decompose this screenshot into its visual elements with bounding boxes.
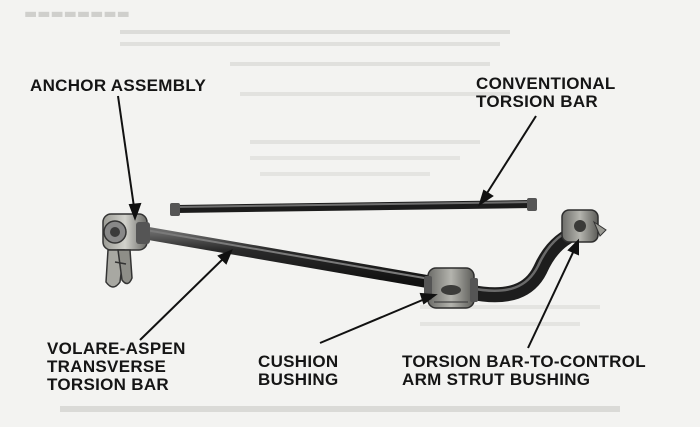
leader-anchor-assembly [117, 95, 136, 215]
volare-line-1: VOLARE-ASPEN [47, 339, 186, 358]
leader-cushion-bushing [319, 295, 433, 344]
transverse-torsion-bar [133, 224, 586, 303]
volare-line-3: TORSION BAR [47, 375, 169, 394]
label-transverse-torsion-bar: VOLARE-ASPEN TRANSVERSE TORSION BAR [47, 340, 186, 394]
anchor-assembly-part [102, 213, 150, 288]
conventional-line-1: CONVENTIONAL [476, 74, 616, 93]
anchor-assembly-text: ANCHOR ASSEMBLY [30, 76, 207, 95]
label-cushion-bushing: CUSHION BUSHING [258, 353, 339, 389]
volare-line-2: TRANSVERSE [47, 357, 167, 376]
leader-transverse-torsion-bar [139, 253, 229, 341]
leader-strut-bushing [527, 243, 578, 349]
conventional-torsion-bar [170, 198, 537, 216]
cushion-bushing-part [424, 267, 478, 309]
label-strut-bushing: TORSION BAR-TO-CONTROL ARM STRUT BUSHING [402, 353, 646, 389]
strut-line-2: ARM STRUT BUSHING [402, 370, 591, 389]
strut-line-1: TORSION BAR-TO-CONTROL [402, 352, 646, 371]
label-conventional-torsion-bar: CONVENTIONAL TORSION BAR [476, 75, 616, 111]
leader-conventional-torsion-bar [481, 115, 537, 202]
cushion-line-2: BUSHING [258, 370, 339, 389]
label-anchor-assembly: ANCHOR ASSEMBLY [30, 77, 206, 95]
cushion-line-1: CUSHION [258, 352, 339, 371]
conventional-line-2: TORSION BAR [476, 92, 598, 111]
strut-bushing-part [561, 209, 607, 243]
leader-lines [117, 95, 579, 349]
